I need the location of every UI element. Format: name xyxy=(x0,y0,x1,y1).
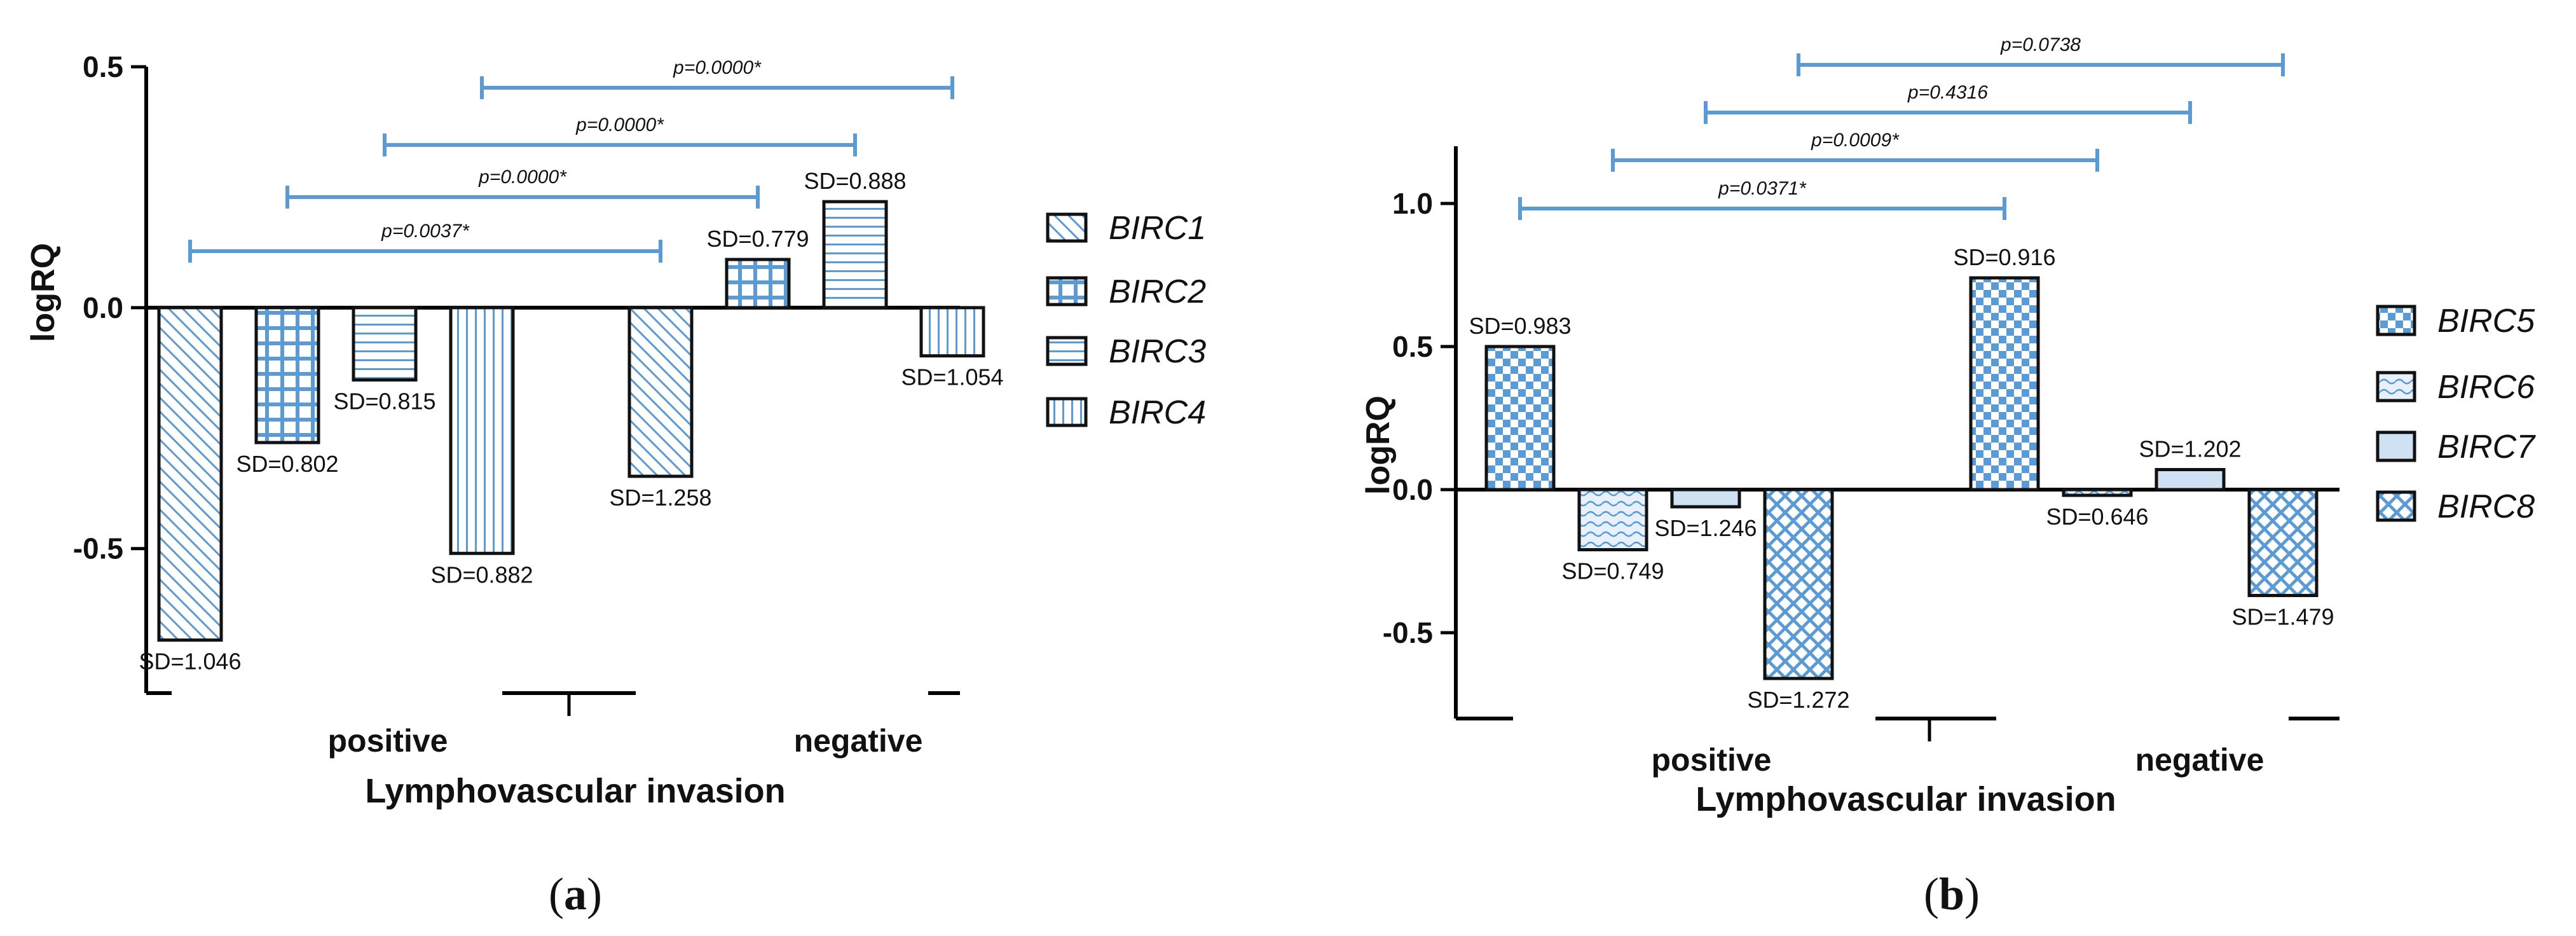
bar-birc1-positive xyxy=(157,306,223,642)
legend-swatch-birc5 xyxy=(2376,305,2416,336)
legend-label: BIRC2 xyxy=(1109,273,1206,310)
panel-label: (a) xyxy=(549,869,602,919)
sd-label: SD=0.888 xyxy=(804,168,906,194)
bar-birc6-positive xyxy=(1577,488,1648,551)
y-tick-label: -0.5 xyxy=(1383,616,1433,649)
sd-label: SD=0.815 xyxy=(333,389,435,415)
y-tick-label: 0.0 xyxy=(1392,473,1433,506)
bar-birc8-negative xyxy=(2247,488,2319,597)
p-value-label: p=0.0000* xyxy=(673,57,762,78)
bar-birc8-positive xyxy=(1763,488,1834,680)
y-tick-label: 0.5 xyxy=(83,50,123,83)
chart-panel-b: -0.50.00.51.0SD=0.983SD=0.916SD=0.749SD=… xyxy=(1360,34,2536,919)
sd-label: SD=1.202 xyxy=(2139,436,2241,462)
y-tick-label: 0.5 xyxy=(1392,330,1433,363)
x-axis-title: Lymphovascular invasion xyxy=(1696,780,2116,818)
sd-label: SD=1.046 xyxy=(139,649,241,675)
p-value-label: p=0.0000* xyxy=(575,114,664,135)
sd-label: SD=0.983 xyxy=(1469,313,1571,339)
x-category-label: negative xyxy=(2135,742,2264,778)
y-tick-label: 1.0 xyxy=(1392,187,1433,220)
bar-birc5-positive xyxy=(1484,345,1556,492)
legend-label: BIRC7 xyxy=(2437,429,2536,465)
bar-birc5-negative xyxy=(1969,276,2040,492)
sd-label: SD=0.882 xyxy=(430,561,533,588)
legend-label: BIRC3 xyxy=(1109,333,1206,370)
sd-label: SD=1.479 xyxy=(2231,604,2334,630)
sd-label: SD=0.749 xyxy=(1561,558,1664,584)
legend-swatch-birc8 xyxy=(2376,490,2416,522)
p-value-label: p=0.4316 xyxy=(1907,82,1988,103)
panel-label-paren: ) xyxy=(587,869,602,919)
bar-birc3-positive xyxy=(352,306,418,382)
x-category-label: positive xyxy=(1652,742,1772,778)
panel-label-letter: a xyxy=(564,869,587,919)
legend-swatch-birc3 xyxy=(1046,336,1088,366)
legend-swatch-birc2 xyxy=(1046,276,1088,306)
legend-label: BIRC1 xyxy=(1109,210,1206,247)
sd-label: SD=1.246 xyxy=(1654,515,1757,541)
y-tick-label: -0.5 xyxy=(73,532,123,565)
bar-birc7-negative xyxy=(2155,468,2226,492)
y-tick-label: 0.0 xyxy=(83,291,123,324)
x-category-label: negative xyxy=(794,723,923,759)
legend-label: BIRC8 xyxy=(2437,488,2535,525)
bar-birc2-positive xyxy=(254,306,320,444)
p-value-label: p=0.0037* xyxy=(381,221,470,242)
y-axis-title: logRQ xyxy=(1360,396,1397,495)
bar-birc1-negative xyxy=(627,306,694,478)
p-value-label: p=0.0000* xyxy=(478,167,567,188)
sd-label: SD=1.054 xyxy=(901,364,1003,390)
sd-label: SD=0.779 xyxy=(706,226,809,252)
panel-label: (b) xyxy=(1924,869,1980,919)
panel-label-letter: b xyxy=(1939,869,1964,919)
sd-label: SD=1.258 xyxy=(609,485,711,511)
x-axis-title: Lymphovascular invasion xyxy=(365,772,785,810)
y-axis-title: logRQ xyxy=(25,243,62,342)
bar-birc4-positive xyxy=(449,306,515,555)
bar-birc4-negative xyxy=(919,306,985,358)
panel-label-paren: ( xyxy=(549,869,564,919)
p-value-label: p=0.0738 xyxy=(2000,34,2081,55)
legend-swatch-birc7 xyxy=(2376,430,2416,462)
panel-label-paren: ( xyxy=(1924,869,1939,919)
x-category-label: positive xyxy=(328,723,448,759)
legend-label: BIRC4 xyxy=(1109,394,1206,431)
bar-birc3-negative xyxy=(822,200,888,310)
legend-swatch-birc1 xyxy=(1046,212,1088,243)
panel-label-paren: ) xyxy=(1964,869,1980,919)
bar-birc2-negative xyxy=(725,258,791,310)
bar-birc7-positive xyxy=(1670,488,1741,509)
bar-birc6-negative xyxy=(2062,488,2133,497)
sd-label: SD=0.916 xyxy=(1953,244,2055,270)
legend-swatch-birc6 xyxy=(2376,371,2416,403)
p-value-label: p=0.0009* xyxy=(1811,130,1900,151)
sd-label: SD=1.272 xyxy=(1747,687,1849,713)
legend-swatch-birc4 xyxy=(1046,397,1088,427)
legend-label: BIRC6 xyxy=(2437,369,2535,406)
chart-panel-a: -0.5 0.0 0.5SD=1.046 SD=1.258 SD=0.802 SD=0.7… xyxy=(25,50,1206,919)
p-value-label: p=0.0371* xyxy=(1718,178,1807,199)
sd-label: SD=0.802 xyxy=(236,451,338,477)
sd-label: SD=0.646 xyxy=(2046,504,2148,530)
legend-label: BIRC5 xyxy=(2437,303,2535,340)
